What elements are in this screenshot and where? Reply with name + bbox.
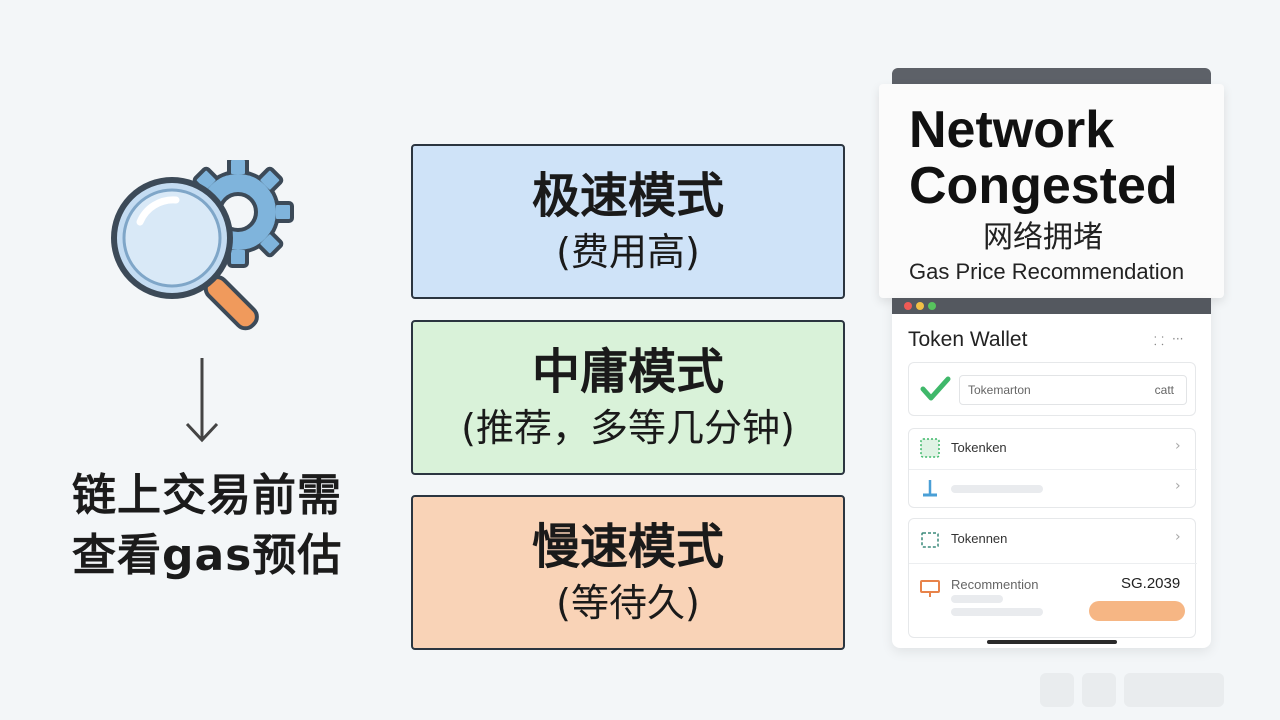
check-icon <box>920 376 951 401</box>
chevron-right-icon[interactable]: › <box>1175 438 1181 454</box>
watermark-logo <box>1040 668 1270 712</box>
mode-subtitle: (费用高) <box>556 229 700 274</box>
watermark-glyph <box>1124 673 1224 707</box>
mode-title: 中庸模式 <box>531 343 724 400</box>
banner-cn: 网络拥堵 <box>983 220 1103 255</box>
close-dot-icon[interactable] <box>904 302 912 310</box>
grid-icon[interactable]: ⸬ <box>1154 334 1164 348</box>
token-input[interactable]: Tokemarton catt <box>959 375 1187 405</box>
confirm-button[interactable] <box>1089 601 1185 621</box>
left-caption: 链上交易前需 查看gas预估 <box>72 466 392 586</box>
placeholder-line <box>951 485 1043 493</box>
placeholder-line <box>951 608 1043 616</box>
placeholder-line <box>951 595 1003 603</box>
recommendation-value: SG.2039 <box>1121 575 1181 592</box>
network-banner: Network Congested 网络拥堵 Gas Price Recomme… <box>879 84 1224 298</box>
watermark-glyph <box>1040 673 1074 707</box>
recommendation-label: Recommention <box>951 577 1039 592</box>
divider <box>909 563 1197 564</box>
mode-card-fast: 极速模式 (费用高) <box>411 144 845 299</box>
banner-gas-label: Gas Price Recommendation <box>909 259 1185 284</box>
recommend-card: Tokennen › Recommention SG.2039 <box>908 518 1197 638</box>
token-list-card: Tokenken › › <box>908 428 1197 508</box>
magnifier-gear-icon <box>111 160 294 331</box>
window-titlebar <box>892 298 1211 314</box>
chevron-right-icon[interactable]: › <box>1175 529 1181 545</box>
wallet-phone: Token Wallet ⸬ ··· Tokemarton catt Token… <box>892 298 1211 648</box>
token-row-label[interactable]: Tokenken <box>951 440 1007 455</box>
mode-title: 极速模式 <box>531 167 724 224</box>
caption-line-2: 查看gas预估 <box>72 530 343 581</box>
token-input-right: catt <box>1154 383 1174 397</box>
watermark-glyph <box>1082 673 1116 707</box>
mode-subtitle: (推荐，多等几分钟) <box>461 405 795 450</box>
mode-title: 慢速模式 <box>531 518 724 575</box>
mode-subtitle: (等待久) <box>556 580 700 625</box>
down-arrow-icon <box>185 358 219 443</box>
maximize-dot-icon[interactable] <box>928 302 936 310</box>
phone-top-bar <box>892 68 1211 86</box>
minimize-dot-icon[interactable] <box>916 302 924 310</box>
divider <box>909 469 1197 470</box>
mode-card-slow: 慢速模式 (等待久) <box>411 495 845 650</box>
frame-icon <box>921 532 939 548</box>
grid-token-icon <box>920 438 940 458</box>
banner-line-1: Network <box>909 101 1115 159</box>
more-icon[interactable]: ··· <box>1172 332 1184 346</box>
mode-card-medium: 中庸模式 (推荐，多等几分钟) <box>411 320 845 475</box>
token-row-label[interactable]: Tokennen <box>951 531 1008 546</box>
pin-icon <box>923 480 937 497</box>
caption-line-1: 链上交易前需 <box>72 470 342 521</box>
home-indicator <box>987 640 1117 644</box>
banner-line-2: Congested <box>909 157 1178 215</box>
wallet-title: Token Wallet <box>908 328 1028 351</box>
token-input-card: Tokemarton catt <box>908 362 1196 416</box>
token-input-left: Tokemarton <box>968 383 1031 397</box>
chevron-right-icon[interactable]: › <box>1175 478 1181 494</box>
monitor-icon <box>920 580 940 597</box>
